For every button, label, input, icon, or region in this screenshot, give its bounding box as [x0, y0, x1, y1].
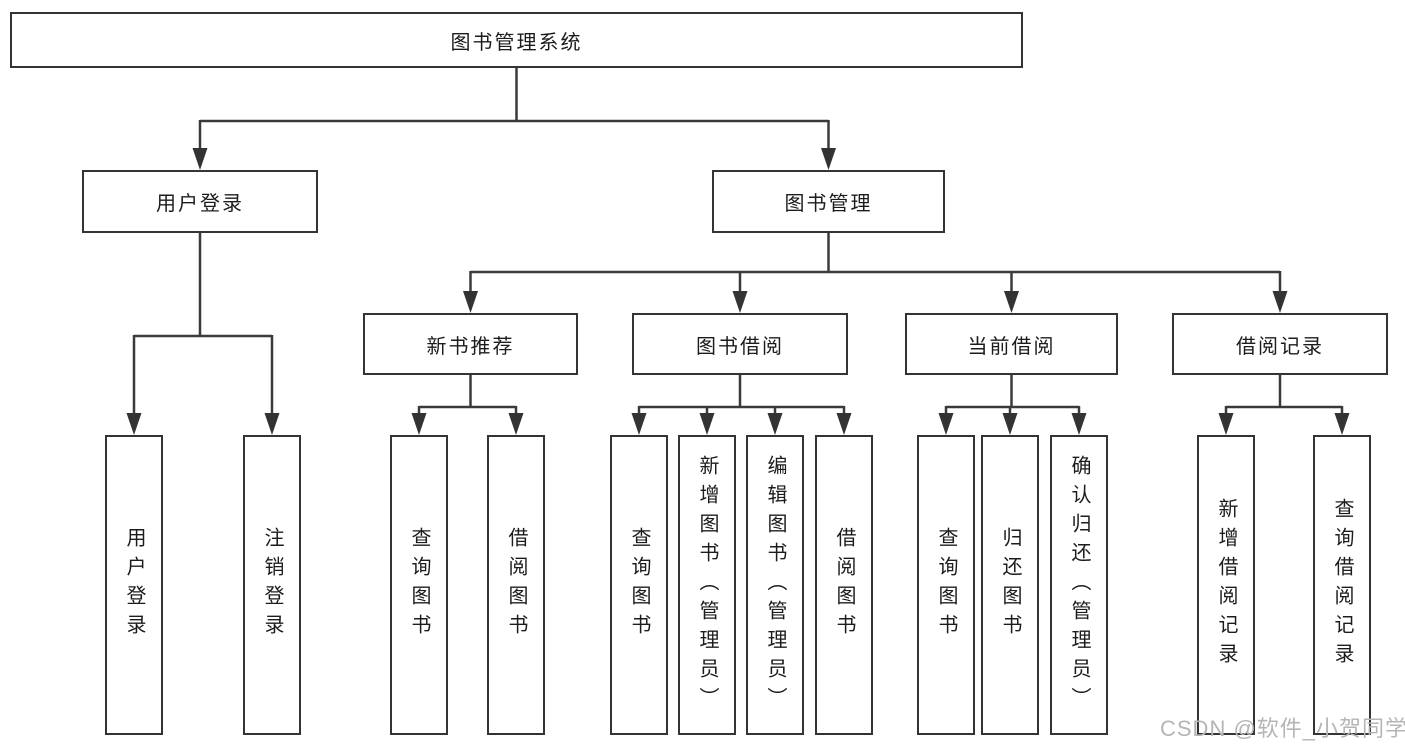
leaf-borrow-books: 借阅图书: [815, 435, 873, 735]
node-label: 当前借阅: [967, 335, 1056, 358]
leaf-label: 新增图书（管理员）: [696, 454, 718, 716]
leaf-add-borrow-record: 新增借阅记录: [1197, 435, 1255, 735]
node-book-borrowing: 图书借阅: [632, 313, 848, 375]
node-book-management: 图书管理: [712, 170, 945, 233]
leaf-label: 编辑图书（管理员）: [764, 454, 786, 716]
node-label: 用户登录: [156, 193, 244, 215]
leaf-label: 用户登录: [123, 527, 145, 643]
leaf-edit-books-admin: 编辑图书（管理员）: [746, 435, 804, 735]
leaf-label: 借阅图书: [505, 527, 527, 643]
node-label: 图书借阅: [696, 335, 784, 358]
leaf-query-borrow-record: 查询借阅记录: [1313, 435, 1371, 735]
leaf-logout: 注销登录: [243, 435, 301, 735]
node-label: 图书管理系统: [450, 31, 583, 54]
leaf-label: 借阅图书: [833, 527, 855, 643]
leaf-label: 确认归还（管理员）: [1068, 454, 1090, 716]
node-borrowing-records: 借阅记录: [1172, 313, 1388, 375]
node-label: 图书管理: [784, 193, 873, 215]
leaf-label: 注销登录: [261, 527, 283, 643]
leaf-label: 查询借阅记录: [1331, 498, 1353, 672]
node-user-login: 用户登录: [82, 170, 318, 233]
leaf-query-books-borrow: 查询图书: [610, 435, 668, 735]
leaf-query-books-newbook: 查询图书: [390, 435, 448, 735]
leaf-add-books-admin: 新增图书（管理员）: [678, 435, 736, 735]
leaf-label: 新增借阅记录: [1215, 498, 1237, 672]
leaf-label: 查询图书: [628, 527, 650, 643]
node-library-management-system: 图书管理系统: [10, 12, 1023, 68]
leaf-confirm-return-admin: 确认归还（管理员）: [1050, 435, 1108, 735]
leaf-return-books: 归还图书: [981, 435, 1039, 735]
arrowhead-icons: [126, 148, 1350, 435]
node-label: 新书推荐: [426, 335, 515, 358]
node-new-book-recommendation: 新书推荐: [363, 313, 578, 375]
node-label: 借阅记录: [1236, 335, 1324, 358]
leaf-label: 查询图书: [935, 527, 957, 643]
node-current-borrowing: 当前借阅: [905, 313, 1118, 375]
leaf-label: 归还图书: [999, 527, 1021, 643]
leaf-query-books-current: 查询图书: [917, 435, 975, 735]
leaf-borrow-books-newbook: 借阅图书: [487, 435, 545, 735]
csdn-watermark: CSDN @软件_小贺同学: [1160, 716, 1405, 741]
leaf-user-login: 用户登录: [105, 435, 163, 735]
leaf-label: 查询图书: [408, 527, 430, 643]
